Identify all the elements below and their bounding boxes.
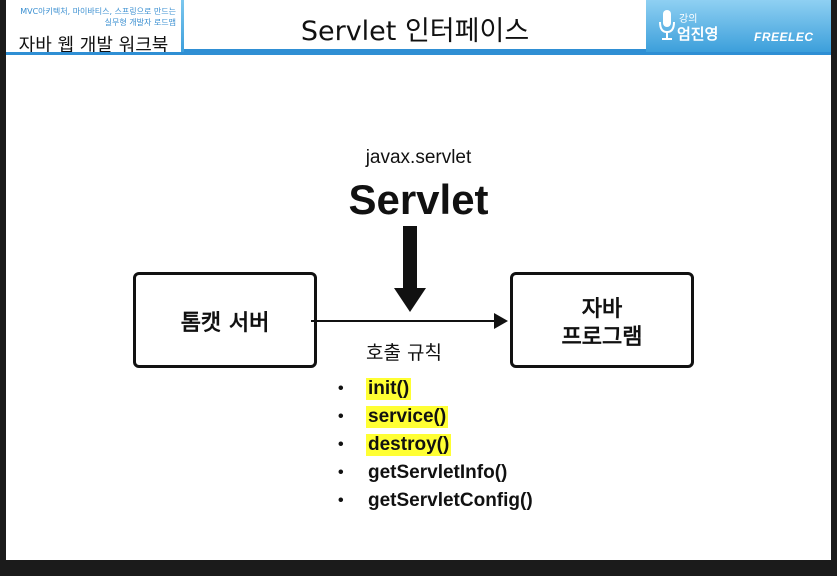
header-divider <box>6 52 831 55</box>
bullet: • <box>338 408 344 425</box>
package-name: javax.servlet <box>365 147 472 168</box>
lecturer-panel: 강의 엄진영 FREELEC <box>646 0 831 52</box>
method-get-servlet-config: getServletConfig() <box>368 490 533 511</box>
bullet: • <box>338 436 344 453</box>
java-program-box: 자바 프로그램 <box>510 272 694 368</box>
bullet: • <box>338 464 344 481</box>
bullet: • <box>338 380 344 397</box>
slide: MVC아키텍처, 마이바티스, 스프링으로 만드는 실무형 개발자 로드맵 자바… <box>6 0 831 560</box>
method-service: service() <box>366 406 449 428</box>
call-arrow-head <box>494 313 508 329</box>
method-init: init() <box>366 378 412 400</box>
lecturer-name: 엄진영 <box>677 25 719 43</box>
microphone-icon <box>659 10 675 40</box>
brand-block: MVC아키텍처, 마이바티스, 스프링으로 만드는 실무형 개발자 로드맵 자바… <box>6 0 181 56</box>
slide-title: Servlet 인터페이스 <box>300 16 530 47</box>
call-convention-label: 호출 규칙 <box>366 342 442 364</box>
down-arrow-shaft <box>403 226 417 290</box>
tomcat-server-label: 톰캣 서버 <box>180 311 270 336</box>
method-get-servlet-info: getServletInfo() <box>368 462 508 483</box>
interface-name: Servlet <box>348 176 489 223</box>
publisher-logo: FREELEC <box>754 30 814 44</box>
book-title: 자바 웹 개발 워크북 <box>18 35 169 56</box>
method-destroy: destroy() <box>366 434 452 456</box>
call-arrow-line <box>311 320 501 322</box>
brand-subtitle-line1: MVC아키텍처, 마이바티스, 스프링으로 만드는 <box>20 7 176 16</box>
lecture-label: 강의 <box>679 14 698 25</box>
tomcat-server-box: 톰캣 서버 <box>133 272 317 368</box>
bullet: • <box>338 492 344 509</box>
slide-title-box: Servlet 인터페이스 <box>184 0 646 52</box>
brand-subtitle-line2: 실무형 개발자 로드맵 <box>104 18 176 27</box>
down-arrow-head <box>394 288 426 312</box>
java-program-label-line1: 자바 <box>581 297 623 322</box>
java-program-label-line2: 프로그램 <box>561 325 643 350</box>
